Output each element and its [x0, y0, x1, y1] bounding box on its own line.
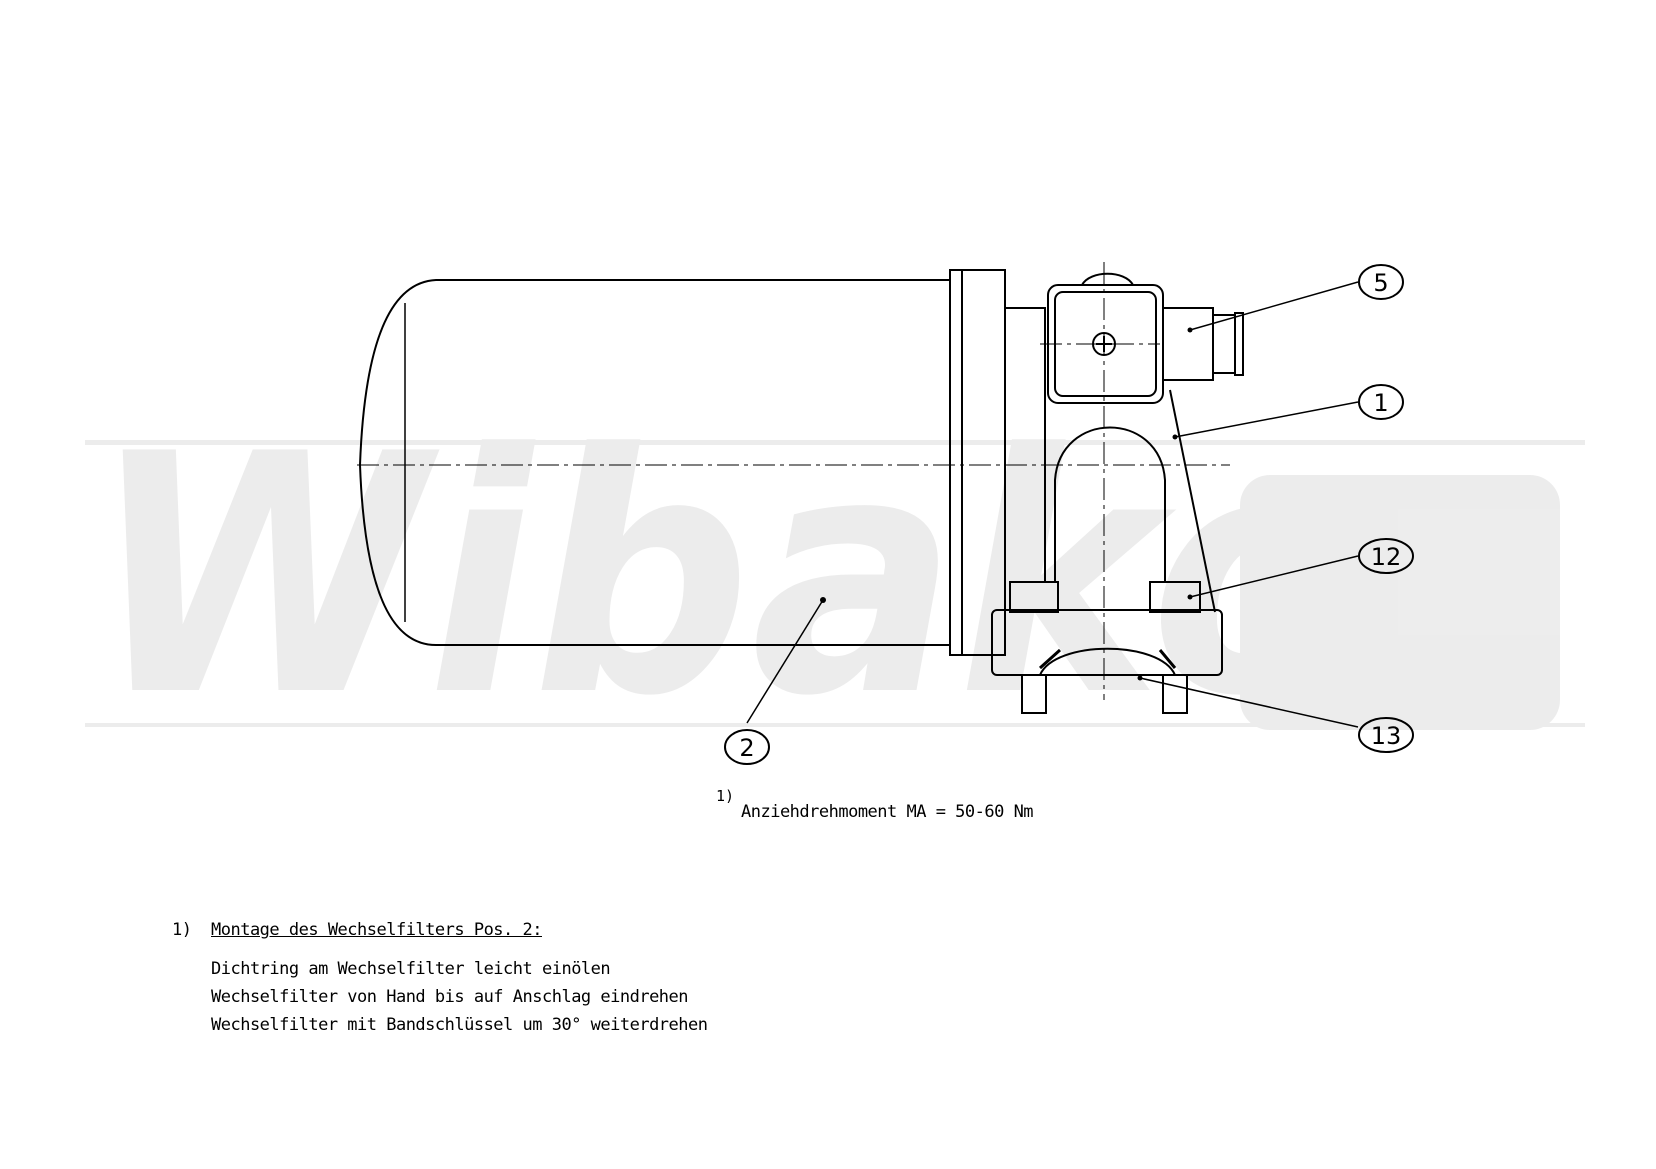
- bracket-arch: [1054, 426, 1166, 582]
- assembly-note-line-1: Dichtring am Wechselfilter leicht einöle…: [211, 959, 611, 979]
- assembly-note-title: Montage des Wechselfilters Pos. 2:: [211, 920, 543, 940]
- balloon-label-5: 5: [1373, 269, 1388, 297]
- balloon-label-12: 12: [1371, 543, 1402, 571]
- leader-lines: [746, 281, 1359, 728]
- balloons: [724, 264, 1414, 765]
- balloon-1: [1358, 384, 1404, 420]
- watermark-logo: Wibako: [85, 384, 1585, 768]
- leader-dots: [820, 327, 1193, 681]
- balloon-label-1: 1: [1373, 389, 1388, 417]
- torque-note-marker: 1): [716, 787, 735, 805]
- base-plate: [991, 609, 1223, 676]
- center-lines: [357, 262, 1230, 700]
- nut-left: [1009, 581, 1059, 613]
- filter-flange: [949, 269, 1006, 656]
- watermark-text: Wibako: [90, 384, 1360, 768]
- balloon-5: [1358, 264, 1404, 300]
- seal-recess: [1039, 647, 1176, 676]
- filter-bracket: [1005, 307, 1216, 613]
- nut-right: [1149, 581, 1201, 613]
- stud-left: [1021, 674, 1047, 714]
- balloon-13: [1358, 717, 1414, 753]
- balloon-label-2: 2: [739, 734, 754, 762]
- filter-assembly: [358, 269, 1244, 714]
- balloon-12: [1358, 538, 1414, 574]
- connector-fitting: [1163, 307, 1214, 381]
- torque-note-text: Anziehdrehmoment MA = 50-60 Nm: [741, 802, 1034, 822]
- assembly-note-line-3: Wechselfilter mit Bandschlüssel um 30° w…: [211, 1015, 708, 1035]
- assembly-note-marker: 1): [172, 920, 192, 940]
- balloon-label-13: 13: [1371, 722, 1402, 750]
- balloon-2: [724, 729, 770, 765]
- assembly-note-line-2: Wechselfilter von Hand bis auf Anschlag …: [211, 987, 689, 1007]
